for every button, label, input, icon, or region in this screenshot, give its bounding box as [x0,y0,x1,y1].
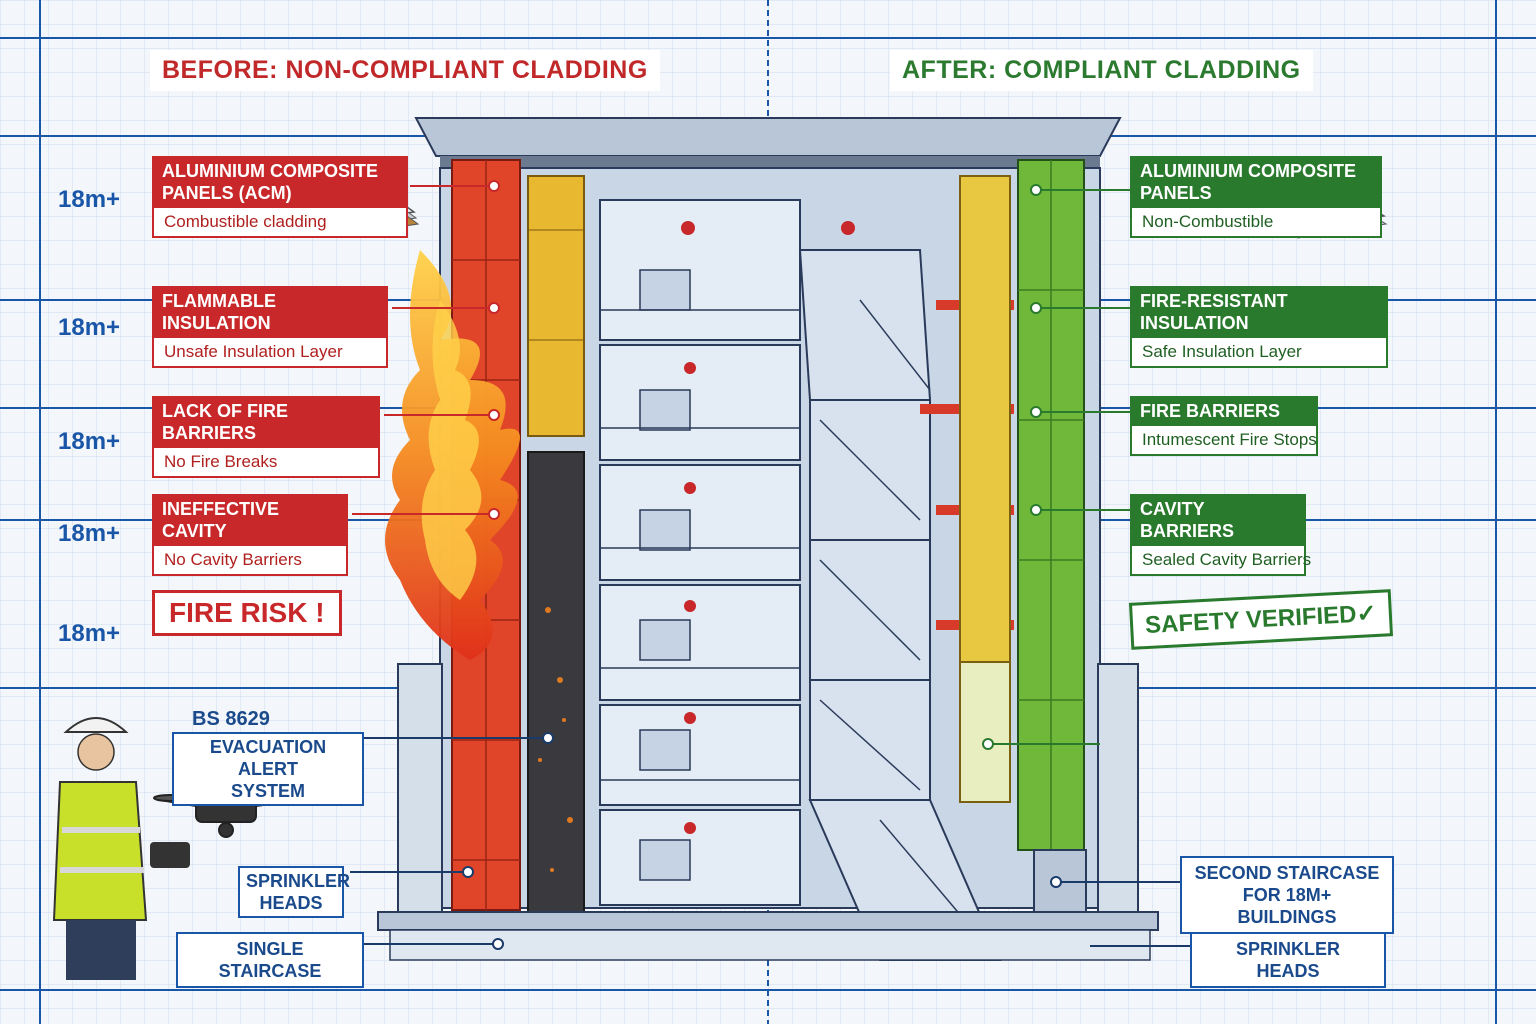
callout-subtitle: Safe Insulation Layer [1130,338,1388,368]
height-marker: 18m+ [58,520,121,547]
callout-heading: ALUMINIUM COMPOSITE PANELS (ACM) [152,156,408,208]
callout-lack-fire-barriers: LACK OF FIRE BARRIERS No Fire Breaks [152,396,380,478]
evacuation-code: BS 8629 [192,708,270,730]
sprinkler-heads-right-label: SPRINKLER HEADS [1190,932,1386,988]
callout-subtitle: Unsafe Insulation Layer [152,338,388,368]
fire-risk-stamp: FIRE RISK ! [152,590,342,636]
fire-flames [385,250,520,660]
callout-subtitle: Intumescent Fire Stops [1130,426,1318,456]
callout-subtitle: Sealed Cavity Barriers [1130,546,1311,576]
inspector-figure [52,717,190,980]
callout-subtitle: Non-Combustible [1130,208,1382,238]
callout-acm-non-combustible: ALUMINIUM COMPOSITE PANELS Non-Combustib… [1130,156,1382,238]
callout-cavity-barriers: CAVITY BARRIERS Sealed Cavity Barriers [1130,494,1311,576]
callout-heading: ALUMINIUM COMPOSITE PANELS [1130,156,1382,208]
second-staircase-label: SECOND STAIRCASE FOR 18M+ BUILDINGS [1180,856,1394,934]
callout-heading: FLAMMABLE INSULATION [152,286,388,338]
callout-fire-resistant-insulation: FIRE-RESISTANT INSULATION Safe Insulatio… [1130,286,1388,368]
callout-heading: CAVITY BARRIERS [1130,494,1306,546]
callout-subtitle: No Fire Breaks [152,448,380,478]
callout-flammable-insulation: FLAMMABLE INSULATION Unsafe Insulation L… [152,286,388,368]
callout-heading: FIRE-RESISTANT INSULATION [1130,286,1388,338]
callout-acm-combustible: ALUMINIUM COMPOSITE PANELS (ACM) Combust… [152,156,408,238]
height-marker: 18m+ [58,620,121,647]
height-marker: 18m+ [58,314,121,341]
after-title: AFTER: COMPLIANT CLADDING [890,50,1313,91]
height-marker: 18m+ [58,186,121,213]
callout-ineffective-cavity: INEFFECTIVE CAVITY No Cavity Barriers [152,494,348,576]
callout-heading: FIRE BARRIERS [1130,396,1318,426]
callout-heading: INEFFECTIVE CAVITY [152,494,348,546]
callout-subtitle: No Cavity Barriers [152,546,348,576]
sprinkler-heads-label: SPRINKLER HEADS [238,866,350,918]
evacuation-alert-label: EVACUATION ALERT SYSTEM [172,732,364,806]
callout-fire-barriers: FIRE BARRIERS Intumescent Fire Stops [1130,396,1318,456]
callout-subtitle: Combustible cladding [152,208,408,238]
single-staircase-label: SINGLE STAIRCASE [176,932,364,988]
callout-heading: LACK OF FIRE BARRIERS [152,396,380,448]
height-marker: 18m+ [58,428,121,455]
before-title: BEFORE: NON-COMPLIANT CLADDING [150,50,660,91]
